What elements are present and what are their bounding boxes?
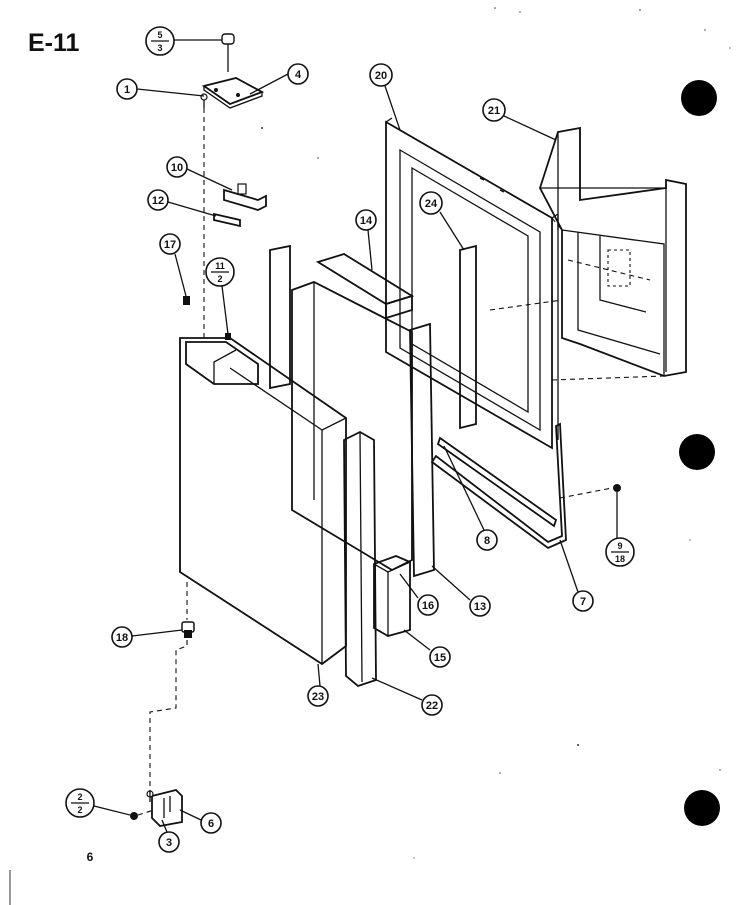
binder-hole-middle [679,434,715,470]
liner-frame-20 [385,117,559,450]
screw-9-18 [613,484,621,538]
scan-noise [9,7,731,905]
screw-guide-9-18 [559,487,613,499]
callout-18: 18 [111,626,183,648]
callout-20: 20 [369,63,401,131]
top-hinge [200,33,265,109]
callout-14: 14 [355,209,377,271]
fraction-ref-11-2: 11 2 [205,257,235,340]
fraction-ref-2-2: 2 2 [65,788,131,818]
binder-hole-top [681,80,717,116]
callout-22: 22 [371,677,443,716]
door-trim-22 [343,430,377,688]
callout-8: 8 [443,445,498,551]
screw-2-2 [130,809,155,820]
callout-1-label: 1 [124,84,130,96]
bracket-12 [213,212,241,228]
side-block-13 [409,322,435,578]
fraction-2-2-denominator: 2 [77,805,82,815]
section-code: E-11 [28,29,80,57]
callout-6: 6 [179,809,222,834]
callout-16: 16 [399,573,439,616]
callout-21-label: 21 [488,105,500,117]
callout-18-label: 18 [116,632,128,644]
hinge-guide-line-bottom [149,640,188,792]
fraction-5-3-denominator: 3 [157,43,162,53]
callout-7: 7 [559,539,594,612]
callout-1: 1 [116,78,205,100]
binder-hole-bottom [684,790,720,826]
frame-cabinet-guide [489,217,665,381]
gasket-8 [436,436,558,528]
fraction-11-2-denominator: 2 [217,274,222,284]
callout-3: 3 [158,819,180,853]
callout-8-label: 8 [484,535,490,547]
fraction-9-18-denominator: 18 [615,554,625,564]
fraction-ref-5-3: 5 3 [145,26,222,56]
callout-4: 4 [249,63,309,95]
bracket-10 [223,183,267,211]
callout-24-label: 24 [425,198,438,210]
bottom-hinge [146,789,183,827]
callout-4-label: 4 [295,69,302,81]
callout-10: 10 [166,156,233,191]
callout-13: 13 [431,565,491,617]
fraction-9-18-numerator: 9 [617,541,622,551]
insulation-slab [291,281,413,572]
fraction-11-2-numerator: 11 [215,261,225,271]
callout-14-label: 14 [360,215,373,227]
callout-12-label: 12 [152,195,164,207]
callout-13-label: 13 [474,601,486,613]
door-panel-23 [179,337,347,666]
callout-17: 17 [159,233,190,305]
top-block-14 [315,253,415,320]
cabinet-body-21 [539,126,687,377]
callout-23-label: 23 [312,691,324,703]
side-insulation-left [269,244,291,390]
callout-20-label: 20 [375,70,387,82]
callout-10-label: 10 [171,162,183,174]
callout-23: 23 [307,663,329,707]
callout-3-label: 3 [166,837,172,849]
bottom-block-15 [373,555,411,637]
callout-24: 24 [419,191,465,251]
trim-frame-7 [430,422,567,550]
callout-7-label: 7 [580,596,586,608]
callout-15-label: 15 [434,652,446,664]
strip-24 [459,244,477,430]
callout-12: 12 [147,189,217,217]
fraction-5-3-numerator: 5 [157,30,162,40]
pivot-18 [181,621,195,638]
page-number: 6 [87,850,94,864]
callout-15: 15 [403,629,451,668]
callout-22-label: 22 [426,700,438,712]
callout-21: 21 [482,98,557,141]
callout-17-label: 17 [164,239,176,251]
fraction-2-2-numerator: 2 [77,792,82,802]
fraction-ref-9-18: 9 18 [605,537,635,567]
callout-16-label: 16 [422,600,434,612]
callout-6-label: 6 [208,818,214,830]
